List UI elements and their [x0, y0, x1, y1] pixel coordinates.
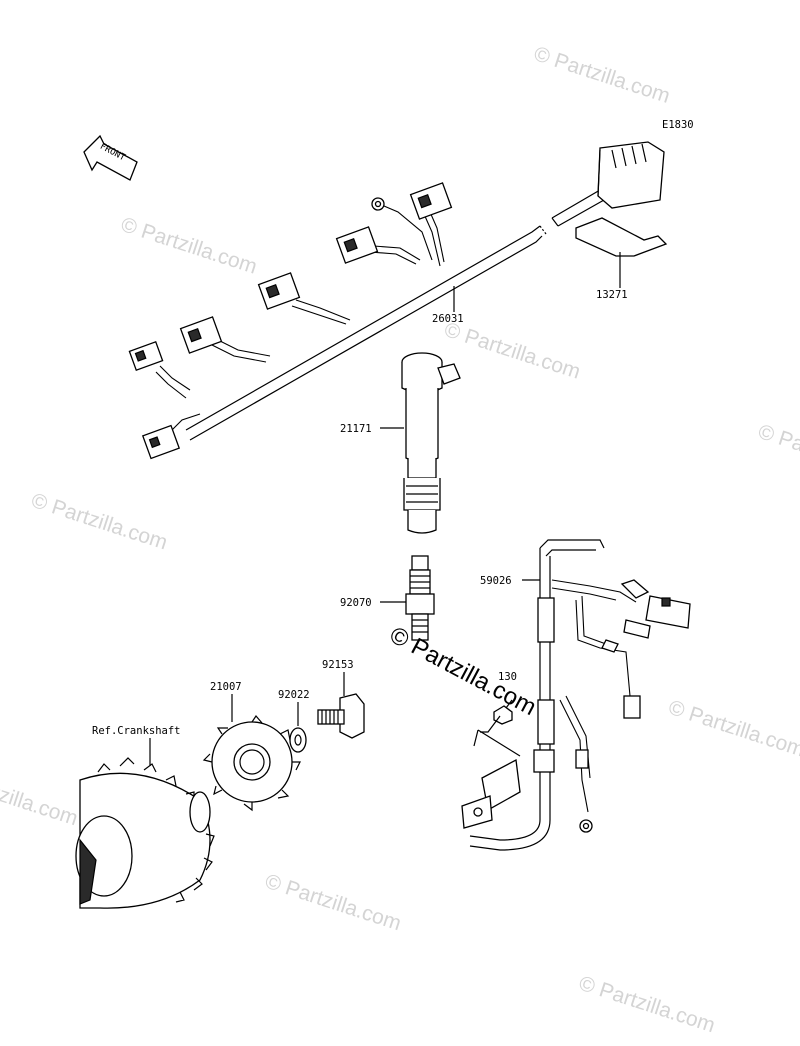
watermark-text: © Partzilla.com [0, 765, 81, 831]
watermark-text: © Partzilla.com [531, 42, 673, 108]
washer [289, 727, 307, 753]
ignition-coil [401, 352, 461, 534]
watermark-text: © Partzilla.com [755, 420, 800, 486]
center-watermark: © Partzilla.com [385, 621, 540, 721]
timing-rotor [202, 715, 301, 812]
diagram-code: E1830 [662, 119, 694, 131]
main-harness [128, 141, 665, 460]
front-arrow: FRONT [83, 134, 138, 181]
part-number-59026: 59026 [480, 575, 512, 587]
watermark-text: © Partzilla.com [666, 696, 800, 762]
part-number-92070: 92070 [340, 597, 372, 609]
watermark-text: © Partzilla.com [29, 489, 171, 555]
spark-plug [405, 555, 435, 641]
watermark-text: © Partzilla.com [118, 213, 260, 279]
bolt [317, 693, 365, 739]
crankshaft-gear [75, 757, 215, 909]
sub-harness [461, 539, 691, 851]
part-number-130: 130 [498, 671, 517, 683]
watermark-text: © Partzilla.com [262, 870, 404, 936]
watermark-text: © Partzilla.com [576, 972, 718, 1038]
harness-connector [128, 340, 164, 372]
harness-connector [409, 182, 453, 220]
plate [575, 217, 668, 288]
part-number-26031: 26031 [432, 313, 464, 325]
bolt-flanged-small [480, 705, 513, 733]
part-number-92022: 92022 [278, 689, 310, 701]
watermark-text: © Partzilla.com [208, 0, 350, 3]
harness-connector [179, 316, 223, 354]
watermark-text: © Partzilla.com [441, 318, 583, 384]
part-number-13271: 13271 [596, 289, 628, 301]
part-number-21171: 21171 [340, 423, 372, 435]
harness-connector [335, 226, 379, 264]
ref-crankshaft-label: Ref.Crankshaft [92, 725, 181, 737]
harness-connector [257, 272, 301, 310]
part-number-21007: 21007 [210, 681, 242, 693]
harness-connector [141, 424, 181, 460]
part-number-92153: 92153 [322, 659, 354, 671]
